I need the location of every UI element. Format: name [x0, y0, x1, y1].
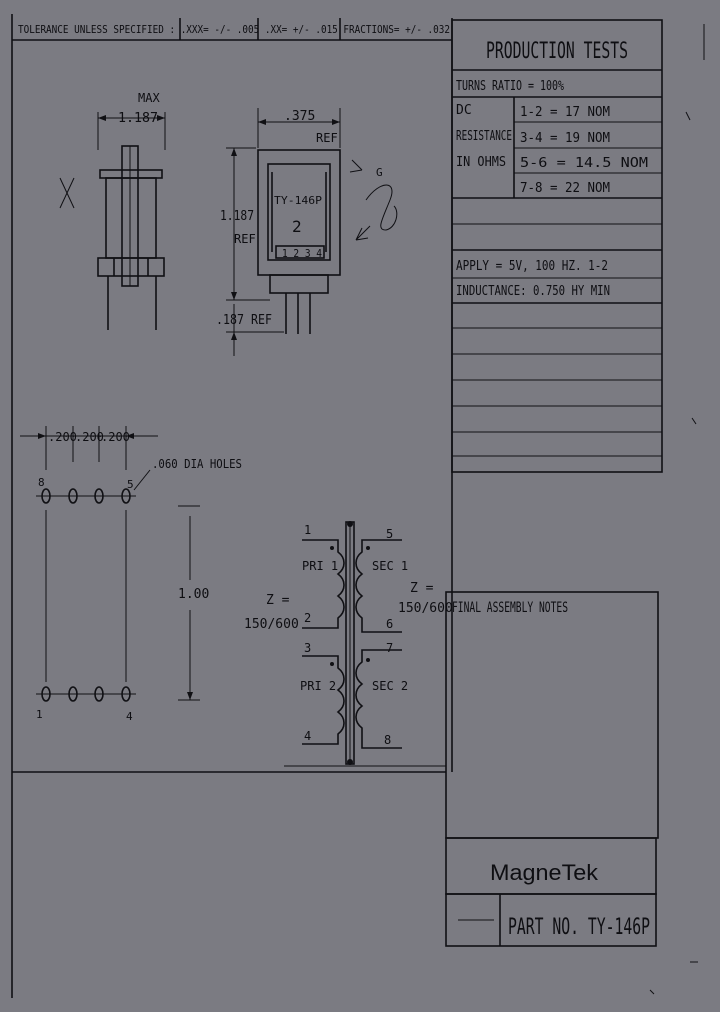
- transformer-schematic: [284, 521, 446, 767]
- sec2-label: SEC 2: [372, 679, 408, 693]
- schematic-pin-3: 3: [304, 641, 311, 655]
- schematic-pin-8: 8: [384, 733, 391, 747]
- pin-layout: [20, 426, 200, 702]
- core-pin-numbers: 1 2 3 4: [282, 247, 322, 260]
- in-ohms-label: IN OHMS: [456, 155, 506, 170]
- part-label-on-core: TY-146P: [274, 194, 322, 207]
- pin-height-dim: 1.00: [178, 587, 209, 602]
- holes-label: .060 DIA HOLES: [152, 457, 242, 471]
- resistance-row-3-4: 3-4 = 19 NOM: [520, 131, 610, 146]
- resistance-row-1-2: 1-2 = 17 NOM: [520, 105, 610, 120]
- schematic-pin-7: 7: [386, 641, 393, 655]
- schematic-pin-4: 4: [304, 729, 311, 743]
- inductance-note: INDUCTANCE: 0.750 HY MIN: [456, 284, 610, 299]
- front-view: [226, 108, 398, 356]
- pin-spacing-3: .200: [101, 430, 130, 444]
- scan-edge-marks: [649, 24, 705, 995]
- production-tests-table: [451, 19, 663, 473]
- schematic-pin-2: 2: [304, 611, 311, 625]
- pin-number-5: 5: [127, 478, 134, 491]
- turns-ratio: TURNS RATIO = 100%: [456, 79, 564, 94]
- front-width-ref: REF: [316, 131, 338, 145]
- schematic-pin-5: 5: [386, 527, 393, 541]
- sheet-border: [11, 14, 453, 998]
- max-label: MAX: [138, 91, 160, 105]
- front-height-ref: REF: [234, 232, 256, 246]
- schematic-pin-1: 1: [304, 523, 311, 537]
- core-mark: 2: [292, 217, 302, 236]
- final-assembly-box: [445, 591, 659, 839]
- side-view: [59, 112, 166, 330]
- pri1-label: PRI 1: [302, 559, 338, 573]
- tolerance-note: TOLERANCE UNLESS SPECIFIED : .XXX= -/- .…: [18, 24, 450, 36]
- pri2-label: PRI 2: [300, 679, 336, 693]
- resistance-row-7-8: 7-8 = 22 NOM: [520, 181, 610, 196]
- schematic-pin-6: 6: [386, 617, 393, 631]
- pin-spacing-1: .200: [48, 430, 77, 444]
- z-left-line-2: 150/600: [244, 617, 299, 632]
- part-number: PART NO. TY-146P: [508, 915, 650, 940]
- final-assembly-title: FINAL ASSEMBLY NOTES: [452, 600, 568, 616]
- dc-label: DC: [456, 103, 472, 118]
- apply-note: APPLY = 5V, 100 HZ. 1-2: [456, 259, 608, 274]
- company-name: MagneTek: [490, 860, 599, 885]
- side-width-dim: 1.187: [118, 111, 158, 126]
- pin-length-dim: .187 REF: [216, 313, 272, 328]
- annotation-letter: G: [376, 166, 383, 179]
- sec1-label: SEC 1: [372, 559, 408, 573]
- production-tests-title: PRODUCTION TESTS: [486, 39, 628, 64]
- z-right-line-1: Z =: [410, 581, 434, 596]
- z-right-line-2: 150/600: [398, 601, 453, 616]
- front-height-dim: 1.187: [220, 209, 254, 224]
- pin-spacing-2: .200: [75, 430, 104, 444]
- title-block: [445, 837, 657, 947]
- resistance-label: RESISTANCE: [456, 129, 512, 144]
- z-left-line-1: Z =: [266, 593, 290, 608]
- resistance-row-5-6: 5-6 = 14.5 NOM: [520, 156, 648, 171]
- pin-number-8: 8: [38, 476, 45, 489]
- front-width-dim: .375: [284, 109, 315, 124]
- pin-number-4: 4: [126, 710, 133, 723]
- pin-number-1: 1: [36, 708, 43, 721]
